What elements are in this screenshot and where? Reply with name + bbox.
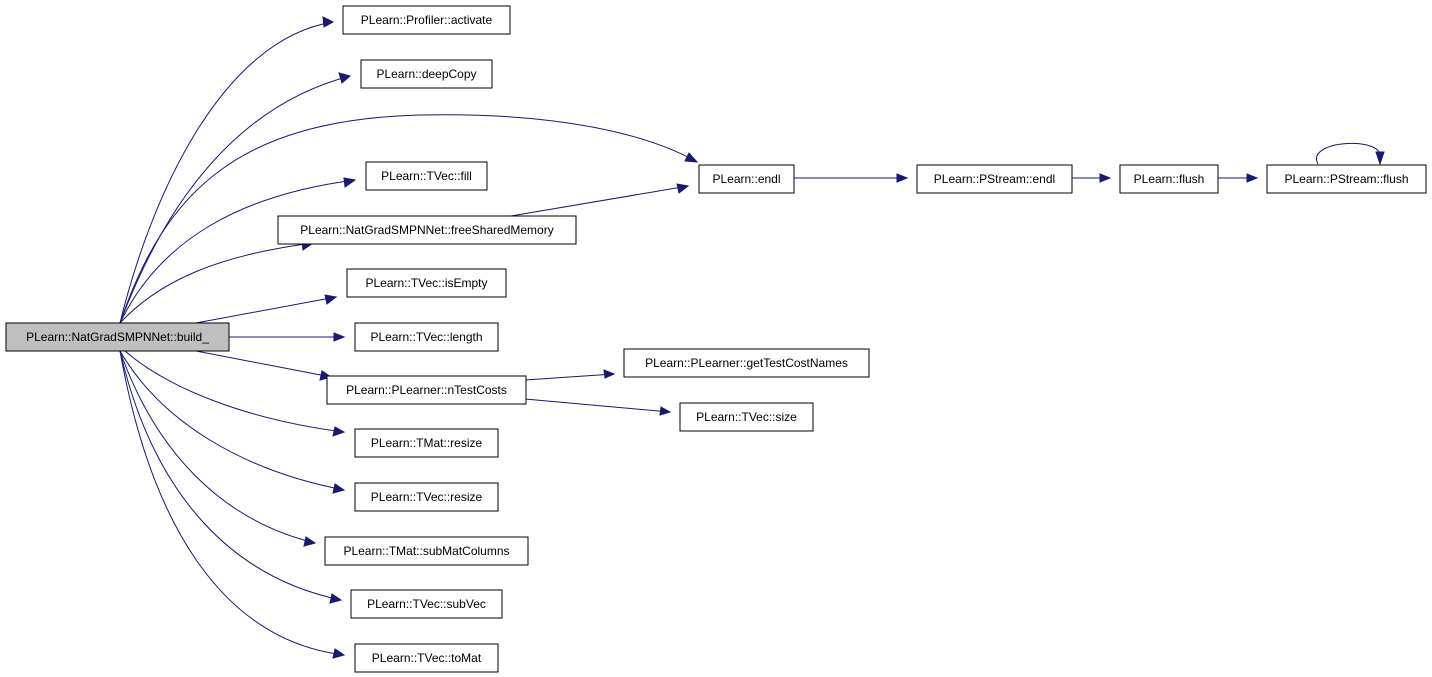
node-natgradsmpnnet-freesharedmemory[interactable]: PLearn::NatGradSMPNNet::freeSharedMemory <box>277 215 577 245</box>
edge-freeshared-to-endl <box>510 183 690 217</box>
edge-build-to-activate <box>119 16 335 324</box>
edge-build-to-subvec <box>119 350 343 604</box>
node-tvec-tomat[interactable]: PLearn::TVec::toMat <box>354 643 499 673</box>
edge-build-to-fill <box>119 177 357 324</box>
node-natgradsmpnnet-build[interactable]: PLearn::NatGradSMPNNet::build_ <box>5 322 230 352</box>
edges <box>119 16 1385 659</box>
node-label: PLearn::Profiler::activate <box>361 13 493 27</box>
edge-ntestcosts-to-size <box>524 398 672 416</box>
edge-build-to-tvec-resize <box>119 350 346 494</box>
node-plearner-gettestcostnames[interactable]: PLearn::PLearner::getTestCostNames <box>623 348 870 378</box>
node-label: PLearn::flush <box>1134 172 1205 186</box>
node-label: PLearn::TVec::fill <box>381 169 472 183</box>
node-label: PLearn::endl <box>712 172 780 186</box>
edge-flush-to-pstream-flush <box>1218 173 1259 183</box>
node-tvec-fill[interactable]: PLearn::TVec::fill <box>365 161 488 191</box>
node-plearner-ntestcosts[interactable]: PLearn::PLearner::nTestCosts <box>326 375 527 405</box>
node-label: PLearn::TVec::size <box>696 410 797 424</box>
edge-ntestcosts-to-gettestcostnames <box>524 369 616 381</box>
node-label: PLearn::TVec::subVec <box>367 597 486 611</box>
node-label: PLearn::TVec::toMat <box>372 651 482 665</box>
node-label: PLearn::PLearner::nTestCosts <box>346 383 507 397</box>
edge-build-to-freeshared <box>119 240 315 324</box>
node-tvec-resize[interactable]: PLearn::TVec::resize <box>354 482 499 512</box>
node-pstream-flush[interactable]: PLearn::PStream::flush <box>1266 164 1427 194</box>
node-label: PLearn::PLearner::getTestCostNames <box>645 356 848 370</box>
node-label: PLearn::TVec::length <box>370 330 482 344</box>
node-label: PLearn::TVec::resize <box>371 490 483 504</box>
node-tvec-size[interactable]: PLearn::TVec::size <box>679 402 814 432</box>
edge-build-to-length <box>229 332 346 342</box>
edge-build-to-deepcopy <box>119 72 352 324</box>
node-tmat-submatcolumns[interactable]: PLearn::TMat::subMatColumns <box>324 536 529 566</box>
edge-build-to-ntestcosts <box>195 350 333 381</box>
node-tmat-resize[interactable]: PLearn::TMat::resize <box>354 428 499 458</box>
node-tvec-isempty[interactable]: PLearn::TVec::isEmpty <box>346 268 507 298</box>
node-label: PLearn::PStream::flush <box>1284 172 1408 186</box>
edge-build-to-tmat-resize <box>124 350 346 437</box>
node-label: PLearn::deepCopy <box>376 67 476 81</box>
edge-endl-to-pstream-endl <box>793 173 909 183</box>
node-label: PLearn::PStream::endl <box>934 172 1055 186</box>
edge-build-to-endl <box>119 114 699 324</box>
node-label: PLearn::TMat::resize <box>371 436 483 450</box>
edge-build-to-submatcolumns <box>119 350 317 547</box>
node-profiler-activate[interactable]: PLearn::Profiler::activate <box>342 5 511 35</box>
node-deepcopy[interactable]: PLearn::deepCopy <box>360 59 493 89</box>
node-label: PLearn::TVec::isEmpty <box>365 276 487 290</box>
edge-pstream-endl-to-flush <box>1071 173 1112 183</box>
node-endl[interactable]: PLearn::endl <box>698 164 795 194</box>
node-label: PLearn::NatGradSMPNNet::build_ <box>26 330 209 344</box>
edge-build-to-tomat <box>119 350 346 659</box>
node-tvec-subvec[interactable]: PLearn::TVec::subVec <box>350 589 503 619</box>
node-pstream-endl[interactable]: PLearn::PStream::endl <box>916 164 1073 194</box>
node-tvec-length[interactable]: PLearn::TVec::length <box>354 322 499 352</box>
node-label: PLearn::NatGradSMPNNet::freeSharedMemory <box>300 223 553 237</box>
nodes: PLearn::NatGradSMPNNet::build_ PLearn::P… <box>5 5 1427 673</box>
node-label: PLearn::TMat::subMatColumns <box>343 544 509 558</box>
node-flush[interactable]: PLearn::flush <box>1119 164 1219 194</box>
edge-pstream-flush-self-loop <box>1316 142 1385 166</box>
edge-build-to-isempty <box>195 294 338 324</box>
